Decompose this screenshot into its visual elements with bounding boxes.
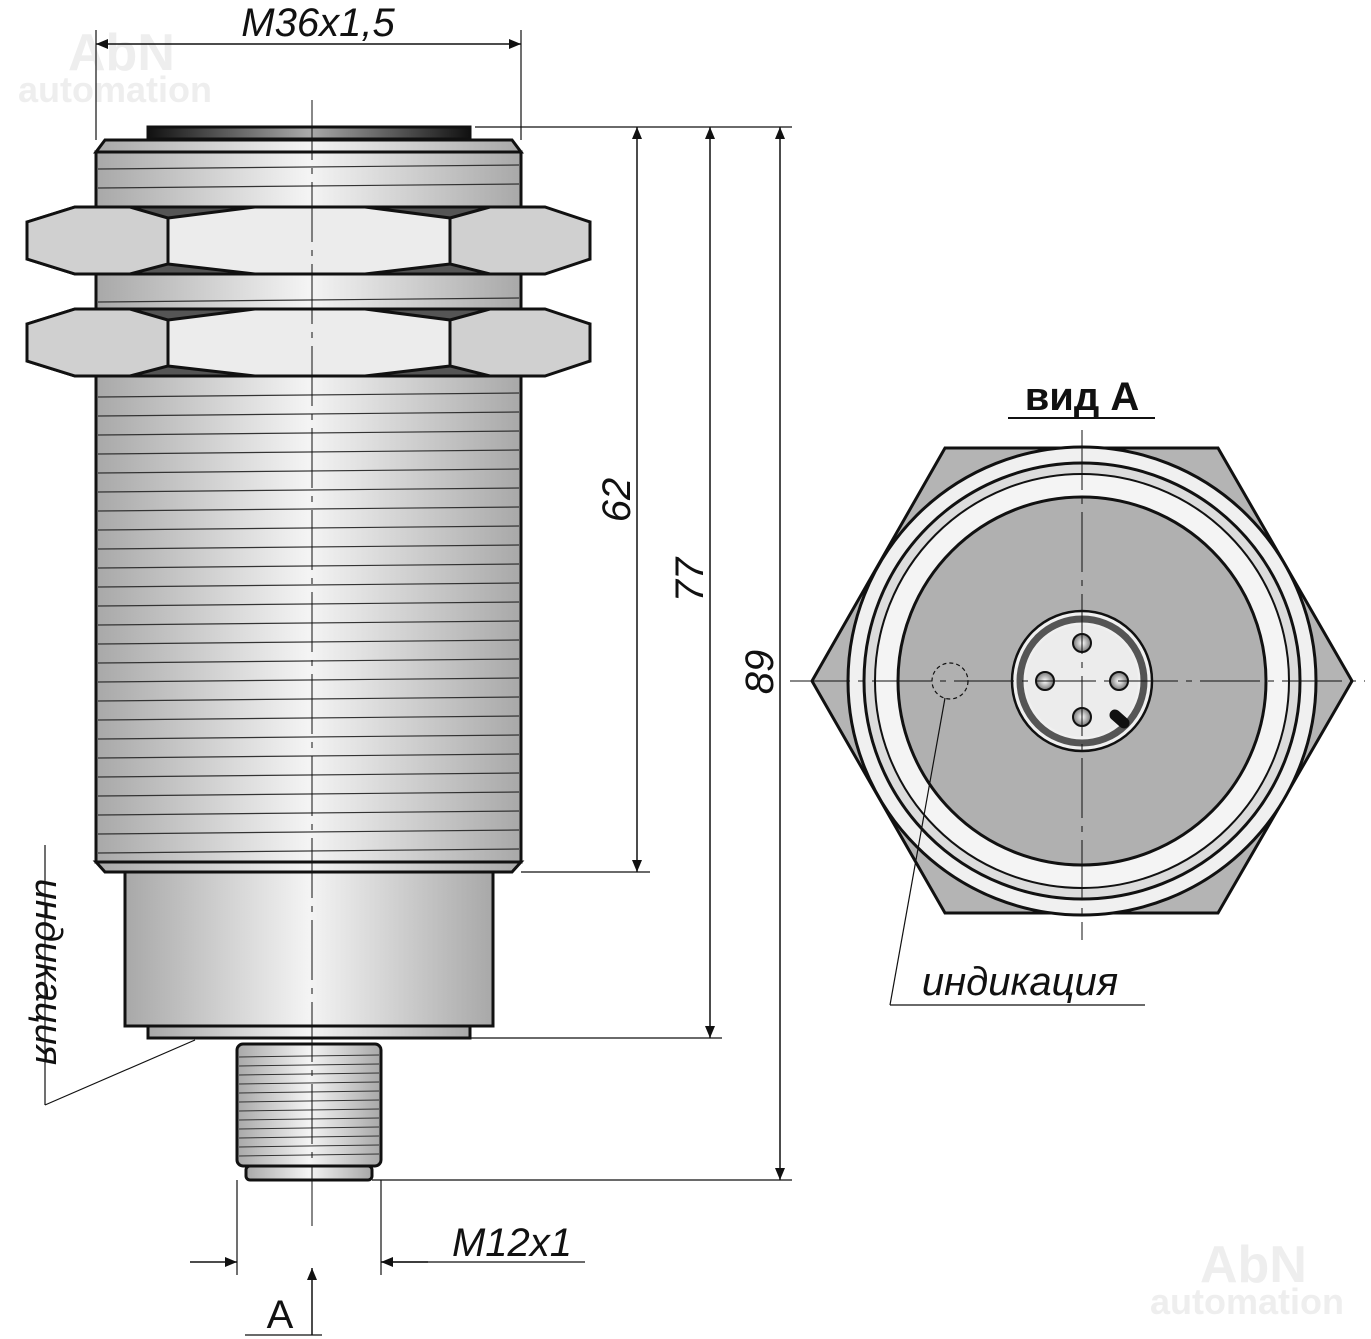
view-marker-label: A	[267, 1293, 294, 1337]
lock-nut-lower	[25, 307, 592, 378]
thread-line	[97, 848, 520, 854]
thread-line	[97, 582, 520, 588]
thread-line	[97, 601, 520, 607]
watermark-bottom: AbN automation	[1150, 1236, 1344, 1322]
thread-line	[97, 468, 520, 474]
thread-line	[97, 639, 520, 645]
thread-line	[97, 753, 520, 759]
connector-thread-line	[238, 1090, 380, 1094]
thread-line	[97, 164, 520, 170]
watermark-top: AbN automation	[18, 24, 212, 110]
svg-text:automation: automation	[1150, 1281, 1344, 1322]
thread-line	[97, 411, 520, 417]
connector-thread-line	[238, 1144, 380, 1148]
svg-text:AbN: AbN	[1200, 1236, 1307, 1294]
connector-thread-line	[238, 1081, 380, 1085]
connector-thread-line	[238, 1054, 380, 1058]
body-chamfer	[93, 138, 524, 154]
dim-77-label: 77	[668, 556, 712, 602]
front-view-a: вид А индикация	[790, 375, 1365, 1006]
thread-line	[97, 392, 520, 398]
dim-62-label: 62	[595, 478, 639, 523]
indication-front-label: индикация	[922, 960, 1118, 1004]
coding-key	[1109, 709, 1130, 729]
thread-line	[97, 715, 520, 721]
dimension-lines	[44, 30, 792, 1336]
flange	[146, 1024, 472, 1040]
connector-m12	[235, 1042, 383, 1168]
lock-nut-upper	[25, 205, 592, 276]
thread-line	[97, 658, 520, 664]
connector-thread-line	[238, 1117, 380, 1121]
view-a-title: вид А	[1025, 375, 1140, 419]
svg-text:automation: automation	[18, 69, 212, 110]
lower-housing	[123, 870, 495, 1028]
thread-line	[97, 620, 520, 626]
sensing-face	[146, 125, 472, 141]
connector-thread-line	[238, 1126, 380, 1130]
thread-line	[97, 183, 520, 189]
thread-main-label: M36x1,5	[241, 1, 395, 45]
connector-thread-line	[238, 1072, 380, 1076]
connector-thread-line	[238, 1108, 380, 1112]
svg-text:AbN: AbN	[68, 24, 175, 82]
connector-thread-line	[238, 1135, 380, 1139]
thread-line	[97, 734, 520, 740]
connector-thread-line	[238, 1099, 380, 1103]
connector-thread-line	[238, 1063, 380, 1067]
sensor-side-view	[25, 125, 592, 1182]
thread-line	[97, 297, 520, 303]
thread-line	[97, 810, 520, 816]
thread-line	[97, 696, 520, 702]
thread-line	[97, 487, 520, 493]
thread-line	[97, 449, 520, 455]
thread-line	[97, 791, 520, 797]
thread-line	[97, 677, 520, 683]
thread-line	[97, 544, 520, 550]
thread-line	[97, 506, 520, 512]
thread-line	[97, 430, 520, 436]
connector-end	[244, 1164, 374, 1182]
thread-line	[97, 525, 520, 531]
thread-line	[97, 772, 520, 778]
indication-side-label: индикация	[27, 879, 69, 1065]
dim-89-label: 89	[738, 650, 782, 695]
thread-line	[97, 829, 520, 835]
thread-line	[97, 563, 520, 569]
thread-connector-label: M12x1	[452, 1221, 572, 1265]
connector-thread-line	[238, 1153, 380, 1157]
body-step	[92, 860, 525, 874]
